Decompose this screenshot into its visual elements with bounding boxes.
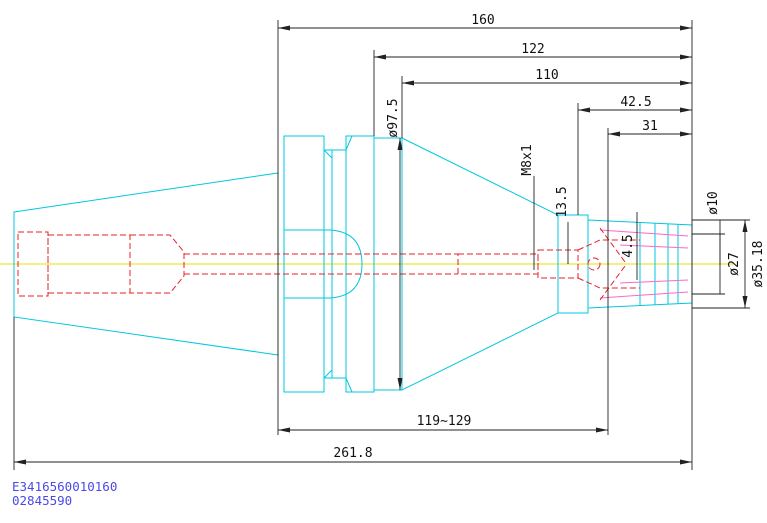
- dim-42-5: 42.5: [620, 95, 651, 110]
- dim-160: 160: [471, 13, 494, 28]
- dim-diameter-27: ø27: [727, 252, 742, 275]
- dim-4-5: 4.5: [621, 234, 636, 257]
- dim-adjust-range: 119~129: [417, 414, 472, 429]
- part-number: E3416560010160: [12, 479, 118, 494]
- dimension-lines: [14, 25, 748, 465]
- dim-diameter-35-18: ø35.18: [751, 241, 766, 288]
- dim-110: 110: [535, 68, 558, 83]
- dim-thread: M8x1: [520, 144, 535, 175]
- dim-31: 31: [642, 119, 658, 134]
- internal-bore: [17, 227, 640, 301]
- item-number: 02845590: [12, 493, 73, 508]
- extension-lines: [13, 20, 750, 470]
- dim-diameter-10: ø10: [706, 191, 721, 214]
- part-codes: E3416560010160 02845590: [12, 480, 117, 508]
- dim-flange-diameter: ø97.5: [386, 98, 401, 137]
- dim-13-5: 13.5: [555, 186, 570, 217]
- dim-122: 122: [521, 42, 544, 57]
- collet-nut: [587, 219, 693, 309]
- dim-total-length: 261.8: [333, 446, 372, 461]
